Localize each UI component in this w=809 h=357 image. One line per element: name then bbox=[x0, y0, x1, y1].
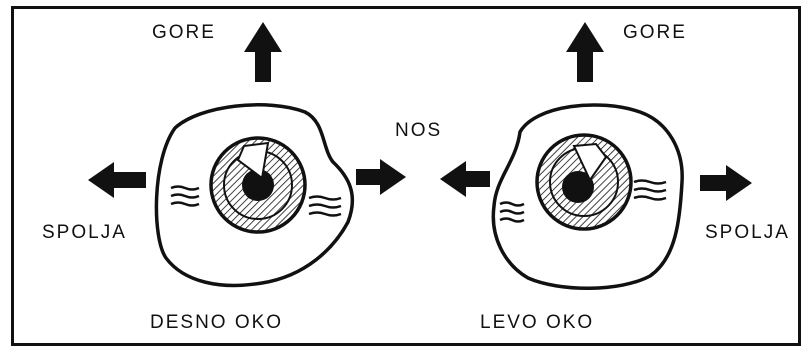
left-eye bbox=[493, 105, 682, 288]
caption-levo-oko: LEVO OKO bbox=[480, 312, 594, 334]
arrow-left-icon bbox=[440, 161, 490, 197]
arrow-up-icon bbox=[566, 22, 604, 82]
arrow-left-icon bbox=[88, 162, 146, 198]
caption-desno-oko: DESNO OKO bbox=[150, 312, 283, 334]
label-spolja-left-eye: SPOLJA bbox=[705, 222, 790, 244]
eye-icon bbox=[211, 138, 305, 232]
arrow-right-icon bbox=[356, 159, 406, 195]
arrow-right-icon bbox=[700, 165, 752, 201]
label-spolja-right-eye: SPOLJA bbox=[42, 222, 127, 244]
eye-icon bbox=[537, 135, 631, 229]
label-nos: NOS bbox=[395, 120, 442, 142]
arrow-up-icon bbox=[244, 22, 282, 82]
label-gore-left-eye: GORE bbox=[623, 22, 687, 44]
label-gore-right-eye: GORE bbox=[152, 22, 216, 44]
right-eye bbox=[156, 105, 352, 286]
